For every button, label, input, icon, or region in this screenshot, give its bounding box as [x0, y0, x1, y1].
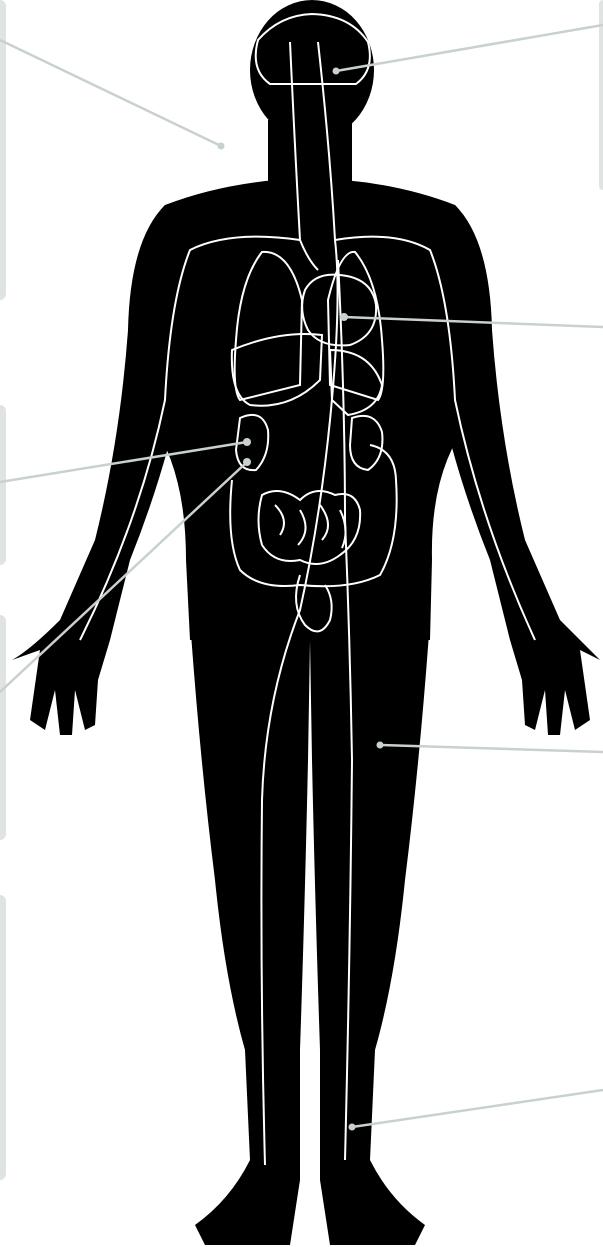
kidney-pointer-dot [243, 438, 251, 446]
skin-pointer-dot [218, 143, 225, 150]
brain-leader [336, 25, 603, 71]
skin-leader [0, 40, 221, 146]
lower-kidney-pointer-dot [243, 458, 251, 466]
body-silhouette [12, 0, 600, 1245]
brain-pointer-dot [333, 68, 340, 75]
leg-nerve-leader [352, 1090, 603, 1127]
heart-pointer-dot [340, 313, 348, 321]
leg-nerve-pointer-dot [349, 1124, 356, 1131]
thigh-pointer-dot [377, 742, 384, 749]
